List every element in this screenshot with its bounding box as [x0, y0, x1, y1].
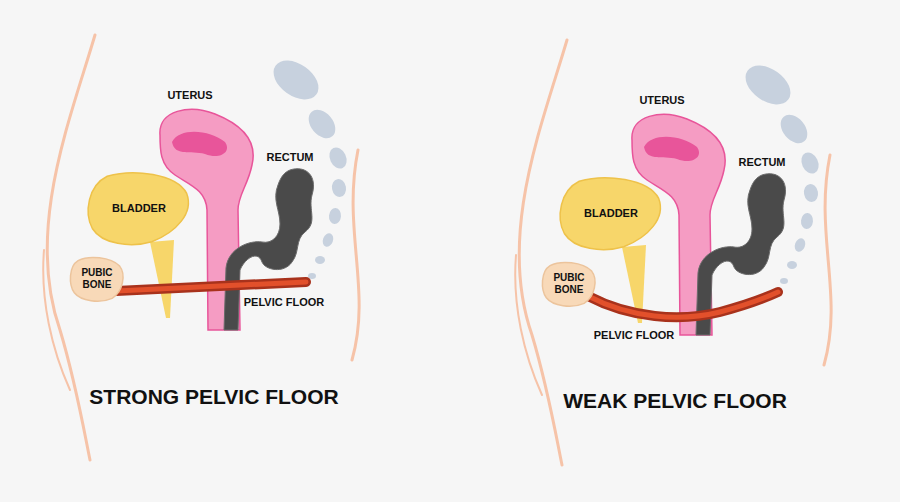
muscle-label: PELVIC FLOOR: [244, 296, 324, 309]
weak-panel-anatomy: [515, 40, 831, 465]
organ-label: BLADDER: [584, 207, 638, 220]
organ-label: RECTUM: [266, 151, 313, 164]
pubic-bone-shape-fill: [70, 257, 123, 301]
pubic-bone-shape: PUBIC BONE: [542, 261, 596, 307]
panel-caption: STRONG PELVIC FLOOR: [89, 384, 338, 409]
strong-panel-anatomy: [43, 35, 359, 460]
panel-caption: WEAK PELVIC FLOOR: [563, 388, 787, 413]
pubic-bone-shape-fill: [542, 262, 595, 306]
organ-label: PUBIC BONE: [81, 267, 112, 291]
organ-label: BLADDER: [112, 202, 166, 215]
bladder-shape-fill: [88, 173, 188, 245]
pelvic-floor-muscle-highlight: [116, 282, 306, 291]
organ-label: UTERUS: [167, 89, 212, 102]
muscle-label: PELVIC FLOOR: [594, 329, 674, 342]
bladder-shape-fill: [560, 178, 660, 250]
bladder-shape: BLADDER: [86, 170, 192, 248]
pubic-bone-shape: PUBIC BONE: [70, 256, 124, 302]
pelvic-floor-muscle: [116, 282, 306, 291]
organ-label: RECTUM: [738, 156, 785, 169]
pelvic-floor-muscle-highlight: [588, 292, 778, 317]
bladder-shape: BLADDER: [558, 175, 664, 253]
organ-label: UTERUS: [639, 94, 684, 107]
pelvic-floor-muscle: [588, 292, 778, 317]
organ-label: PUBIC BONE: [553, 272, 584, 296]
